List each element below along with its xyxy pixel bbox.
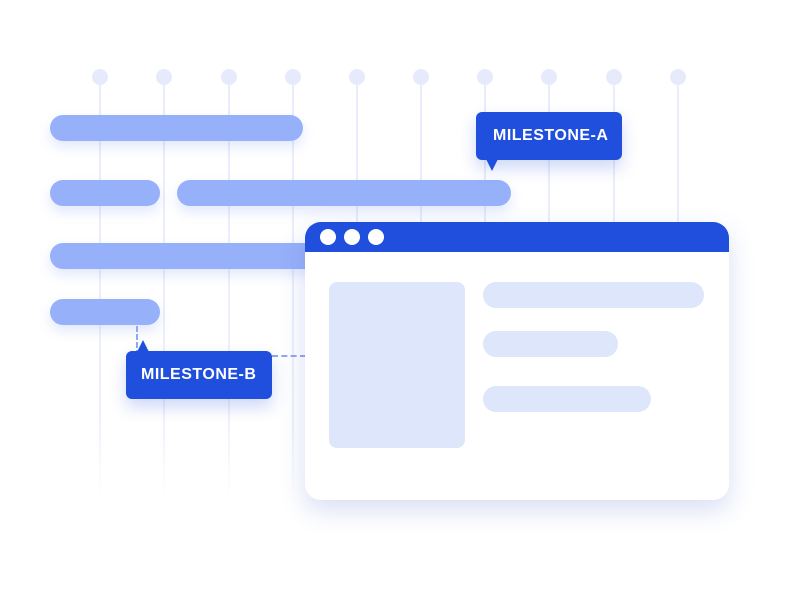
milestone-a-label: MILESTONE-A (493, 127, 609, 144)
grid-dot (606, 69, 622, 85)
task-bar-row-3 (50, 243, 350, 269)
grid-dot (92, 69, 108, 85)
grid-dot (477, 69, 493, 85)
text-line-placeholder (483, 282, 704, 308)
milestone-b-tag: MILESTONE-B (126, 351, 272, 399)
grid-dot (413, 69, 429, 85)
window-control-dot-icon (320, 229, 336, 245)
grid-line (292, 84, 294, 500)
task-bar-row-2-long (177, 180, 511, 206)
task-bar-row-1 (50, 115, 303, 141)
text-line-placeholder (483, 331, 618, 357)
dashed-connector-horizontal (272, 355, 306, 357)
milestone-a-tag: MILESTONE-A (476, 112, 622, 160)
grid-dot (285, 69, 301, 85)
milestone-b-pointer (137, 340, 149, 352)
grid-line (99, 84, 101, 500)
grid-dot (221, 69, 237, 85)
milestone-b-label: MILESTONE-B (141, 366, 257, 383)
grid-dot (156, 69, 172, 85)
grid-dot (670, 69, 686, 85)
grid-dot (541, 69, 557, 85)
image-placeholder (329, 282, 465, 448)
grid-line (163, 84, 165, 500)
grid-dot (349, 69, 365, 85)
window-control-dot-icon (368, 229, 384, 245)
text-line-placeholder (483, 386, 651, 412)
milestone-a-pointer (486, 159, 498, 171)
browser-window (305, 222, 729, 500)
grid-line (228, 84, 230, 500)
window-control-dot-icon (344, 229, 360, 245)
task-bar-row-4 (50, 299, 160, 325)
window-title-bar (305, 222, 729, 252)
task-bar-row-2-short (50, 180, 160, 206)
